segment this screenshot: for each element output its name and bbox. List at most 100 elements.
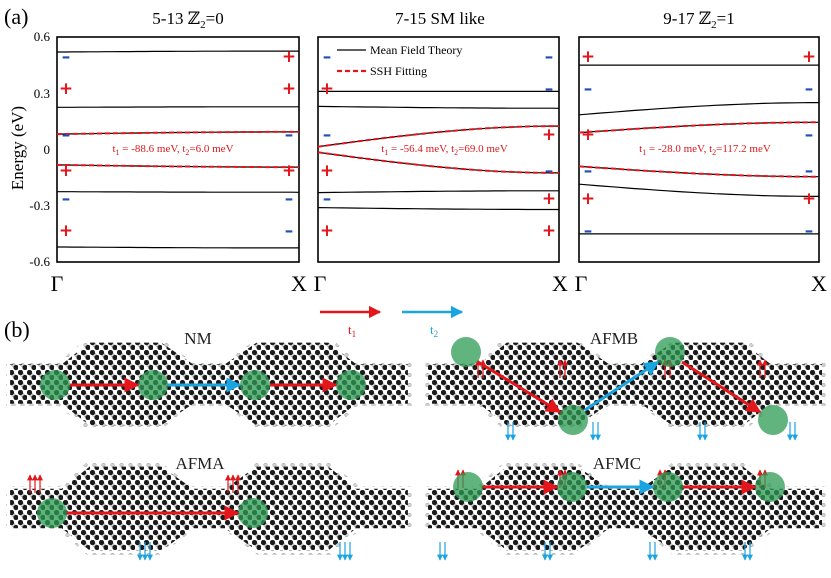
edge-state-site [40,370,70,400]
panel-title-7-15: 7-15 SM like [395,9,485,28]
mft-band-line [317,207,559,211]
edge-state-site [655,337,685,367]
y-tick-label: -0.3 [29,198,50,213]
plot-frame [56,36,300,263]
parity-minus: – [62,47,71,67]
parity-minus: – [805,161,814,181]
carbon-lattice [10,466,408,551]
edge-state-site [37,498,67,528]
edge-state-site [451,337,481,367]
ssh-fit-line [317,151,559,174]
parity-plus: + [542,221,556,241]
parity-minus: – [584,161,593,181]
parity-plus: + [802,47,816,67]
mft-band-line [317,105,560,109]
parity-minus: – [62,189,71,209]
mft-band-line [578,183,819,197]
parity-minus: – [285,221,294,241]
legend-ssh-label: SSH Fitting [370,64,427,78]
parity-minus: – [323,189,332,209]
parity-minus: – [62,125,71,145]
edge-state-site [238,498,268,528]
parity-plus: + [542,125,556,145]
parity-minus: – [285,125,294,145]
parity-minus: – [323,125,332,145]
parity-minus: – [545,47,554,67]
panel-title-9-17: 9-17 ℤ2=1 [663,9,734,31]
edge-state-site [336,370,366,400]
mft-band-line [57,106,299,108]
parity-plus: + [320,221,334,241]
x-tick-label: Γ [575,271,588,296]
parity-plus: + [581,189,595,209]
edge-state-site [758,405,788,435]
edge-state-site [138,370,168,400]
parity-minus: – [545,79,554,99]
ssh-fit-line [578,165,819,178]
hopping-legend: t1 t2 [320,305,464,339]
parity-minus: – [323,47,332,67]
edge-state-site [558,405,588,435]
edge-state-site [240,370,270,400]
y-axis-label: Energy (eV) [8,106,27,190]
edge-state-site [653,472,683,502]
parity-plus: + [542,189,556,209]
t2-legend-label: t2 [430,322,438,339]
panel-b-label: (b) [4,317,30,342]
x-tick-label: X [291,271,307,296]
parity-plus: + [282,79,296,99]
legend-mft-label: Mean Field Theory [370,43,462,57]
molecule-label-afma: AFMA [175,454,225,473]
molecule-label-nm: NM [184,329,211,348]
mft-band-line [57,191,300,193]
parity-plus: + [802,189,816,209]
ssh-fit-line [578,121,819,134]
mft-band-line [317,190,559,194]
t2-hopping-arrow [584,360,660,412]
y-tick-label: -0.6 [29,254,50,269]
legend: Mean Field Theory SSH Fitting [337,43,462,78]
parity-plus: + [581,125,595,145]
plot-frame [578,36,820,263]
parity-plus: + [320,161,334,181]
molecule-label-afmc: AFMC [593,454,641,473]
parity-plus: + [59,221,73,241]
hopping-annotation: t1 = -56.4 meV, t2=69.0 meV [381,143,508,157]
t1-hopping-arrow [477,360,562,414]
mft-band-line [57,50,299,53]
parity-plus: + [282,47,296,67]
y-tick-labels: 0.6 0.3 0 -0.3 -0.6 [29,29,50,269]
parity-minus: – [545,161,554,181]
parity-minus: – [285,189,294,209]
t1-legend-label: t1 [348,322,356,339]
edge-state-site [557,472,587,502]
band-plot-9-17: + – + – + – + – – – + – t1 = -28.0 meV, t2=117.2 meV [578,36,820,263]
y-tick-label: 0 [44,142,51,157]
parity-minus: – [584,79,593,99]
band-plot-7-15: – + – + – + – – + – + + t1 = -56.4 meV, t2=69.0 meV [317,36,560,263]
mft-band-line [578,102,819,116]
edge-state-site [755,472,785,502]
ssh-fit-line [56,130,299,136]
x-tick-labels: Γ X Γ X Γ X [51,271,827,296]
plot-frame [317,36,560,263]
x-tick-label: Γ [51,271,64,296]
hopping-annotation: t1 = -28.0 meV, t2=117.2 meV [639,143,771,157]
molecule-label-afmb: AFMB [590,329,638,348]
parity-plus: + [320,79,334,99]
parity-minus: – [805,79,814,99]
parity-minus: – [805,125,814,145]
x-tick-label: X [552,271,568,296]
molecule-afmc [424,462,826,561]
parity-plus: + [282,161,296,181]
parity-plus: + [59,79,73,99]
parity-plus: + [581,47,595,67]
ssh-fit-line [317,125,559,148]
parity-minus: – [805,221,814,241]
molecule-afma [6,462,412,561]
parity-minus: – [584,221,593,241]
mft-band-line [57,246,299,249]
x-tick-label: X [811,271,827,296]
panel-title-5-13: 5-13 ℤ2=0 [152,9,223,31]
t1-hopping-arrow [681,360,762,414]
